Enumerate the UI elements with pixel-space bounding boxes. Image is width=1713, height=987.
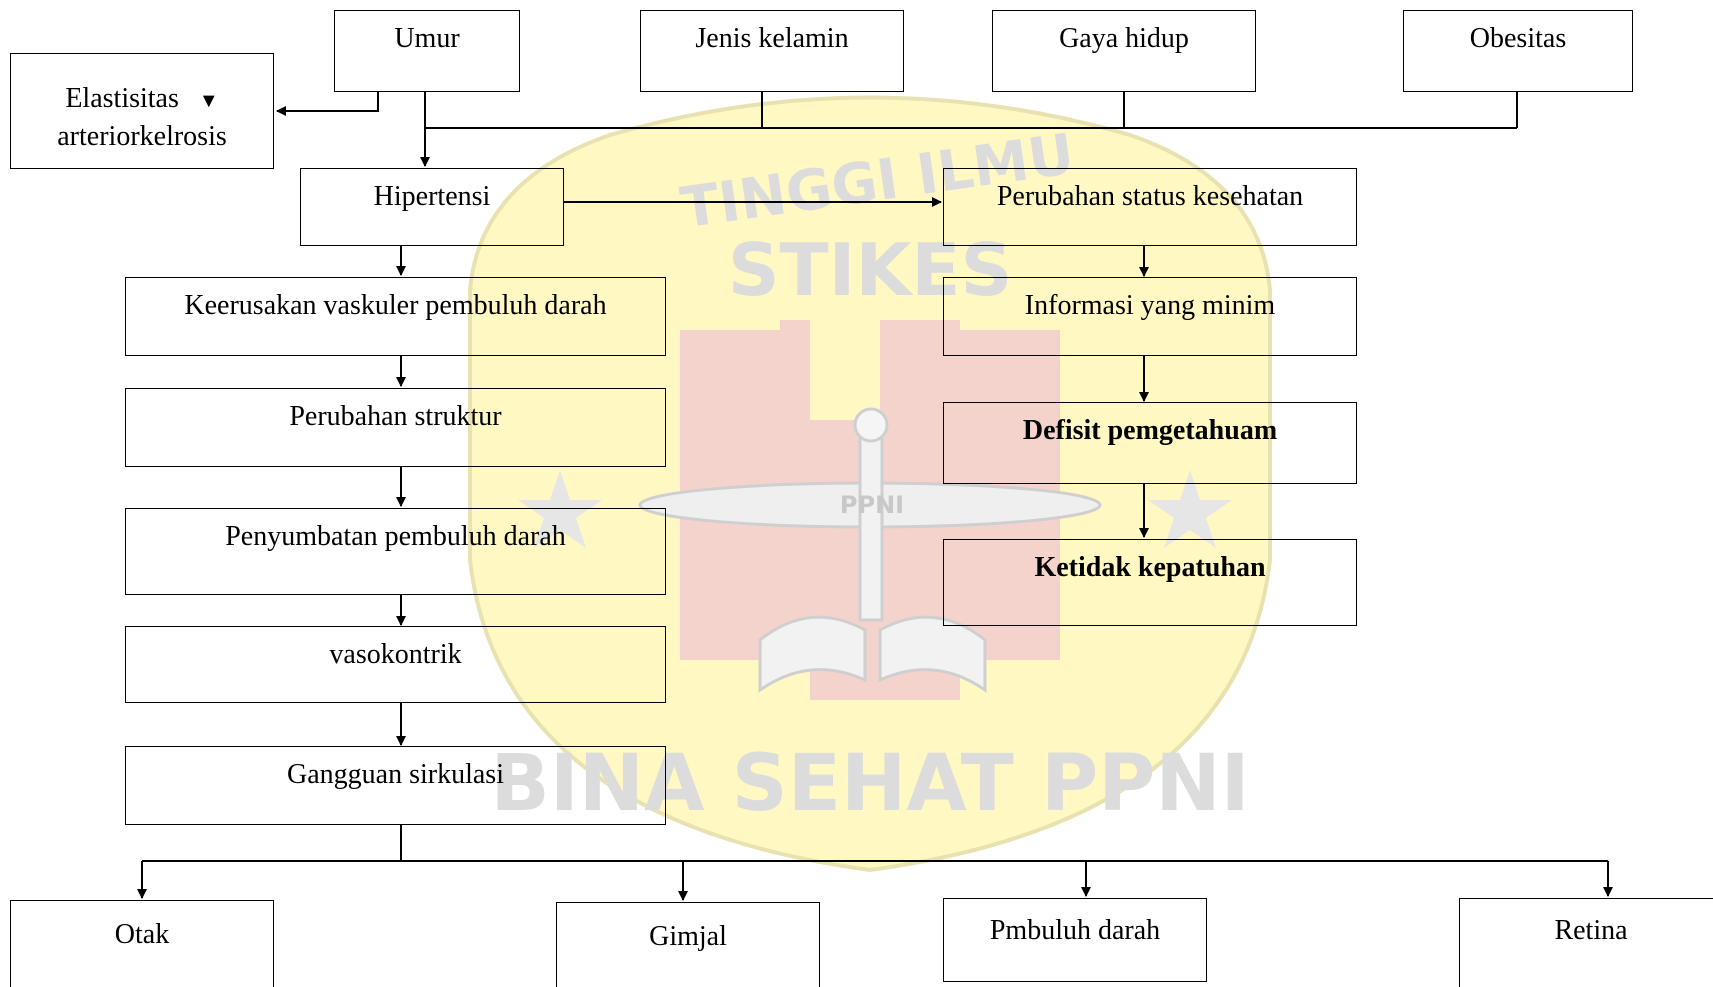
node-kerusakan: Keerusakan vaskuler pembuluh darah — [125, 277, 666, 356]
arrow-down-icon: ▼ — [198, 90, 219, 112]
node-retina: Retina — [1459, 898, 1713, 987]
node-perubahan-status: Perubahan status kesehatan — [943, 168, 1357, 246]
watermark-bottom-text: BINA SEHAT PPNI — [490, 739, 1249, 829]
node-otak: Otak — [10, 900, 274, 987]
watermark-emblem-label: PPNI — [840, 491, 904, 519]
node-vasokontrik: vasokontrik — [125, 626, 666, 703]
node-umur: Umur — [334, 10, 520, 92]
node-pembuluh-darah: Pmbuluh darah — [943, 898, 1207, 982]
node-gimjal: Gimjal — [556, 902, 820, 987]
node-hipertensi: Hipertensi — [300, 168, 564, 246]
node-gaya-hidup: Gaya hidup — [992, 10, 1256, 92]
node-jenis-kelamin: Jenis kelamin — [640, 10, 904, 92]
watermark-star-left — [518, 470, 602, 548]
watermark-emblem-book — [758, 615, 987, 693]
node-ketidak: Ketidak kepatuhan — [943, 539, 1357, 626]
node-informasi: Informasi yang minim — [943, 277, 1357, 356]
watermark-top-text: STIKES — [728, 228, 1013, 312]
node-perubahan-struktur: Perubahan struktur — [125, 388, 666, 467]
node-elastisitas: Elastisitas ▼ arteriorkelrosis — [10, 53, 274, 169]
node-obesitas: Obesitas — [1403, 10, 1633, 92]
elastisitas-line2: arteriorkelrosis — [57, 121, 227, 152]
node-penyumbatan: Penyumbatan pembuluh darah — [125, 508, 666, 595]
node-gangguan: Gangguan sirkulasi — [125, 746, 666, 825]
elastisitas-line1: Elastisitas — [65, 83, 179, 114]
watermark-emblem-flame — [853, 407, 889, 443]
watermark-star-right — [1148, 470, 1232, 548]
arrow-umur-elastisitas — [276, 92, 379, 116]
node-defisit: Defisit pemgetahuam — [943, 402, 1357, 484]
elastisitas-line1-row: Elastisitas ▼ — [65, 81, 218, 119]
